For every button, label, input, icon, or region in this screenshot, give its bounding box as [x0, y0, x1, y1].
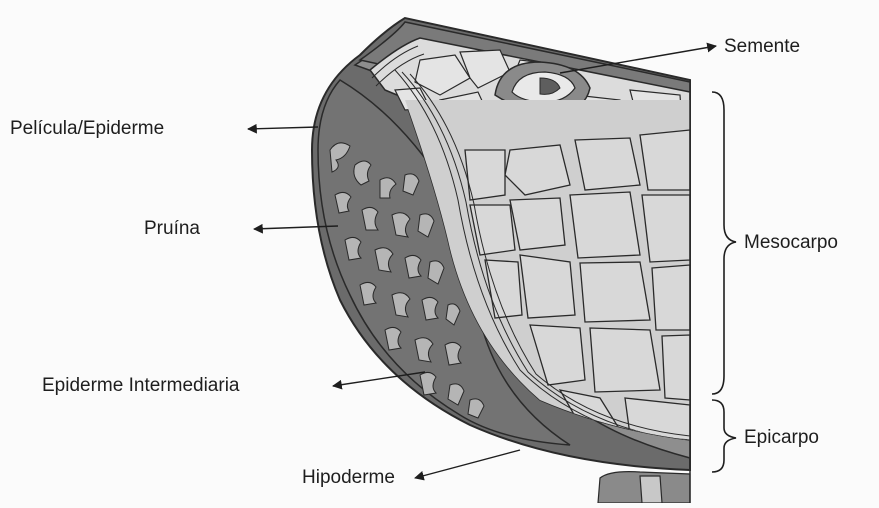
label-epiderme-intermediaria: Epiderme Intermediaria — [42, 376, 239, 395]
label-mesocarpo: Mesocarpo — [744, 233, 838, 252]
label-epicarpo: Epicarpo — [744, 428, 819, 447]
arrow-pelicula — [248, 127, 318, 129]
arrow-hipoderme — [415, 450, 520, 478]
stem-base — [598, 472, 690, 503]
epicarpo-brace — [712, 400, 736, 472]
label-hipoderme: Hipoderme — [302, 468, 395, 487]
label-pelicula-epiderme: Película/Epiderme — [10, 119, 164, 138]
label-semente: Semente — [724, 37, 800, 56]
label-pruina: Pruína — [144, 219, 200, 238]
mesocarpo-brace — [712, 92, 736, 394]
